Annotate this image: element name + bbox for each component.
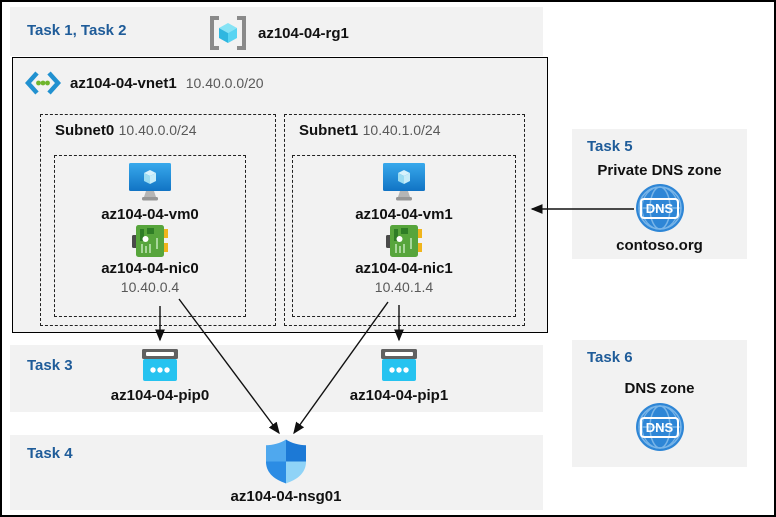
- vnet-container: az104-04-vnet1 10.40.0.0/20 Subnet0 10.4…: [12, 57, 548, 333]
- task5-box: Task 5 Private DNS zone DNS contoso.org: [572, 129, 747, 259]
- public-ip-icon: [381, 349, 417, 381]
- vm1-box: az104-04-vm1 az104-04-nic1 10.40.1.4: [292, 155, 516, 317]
- subnet1-box: Subnet1 10.40.1.0/24 az104-04-vm1: [284, 114, 525, 326]
- dns-badge: DNS: [639, 197, 680, 219]
- nic1-name: az104-04-nic1: [355, 260, 453, 277]
- task3-label: Task 3: [27, 357, 73, 374]
- vm0-name: az104-04-vm0: [101, 206, 199, 223]
- subnet1-name: Subnet1: [299, 122, 359, 139]
- public-ip1-group: az104-04-pip1: [334, 349, 464, 404]
- resource-group-icon: [210, 16, 246, 50]
- private-dns-zone-icon: DNS: [635, 184, 684, 232]
- dns-badge: DNS: [639, 416, 680, 438]
- public-ip0-group: az104-04-pip0: [95, 349, 225, 404]
- network-security-group-icon: [265, 439, 307, 484]
- subnet0-prefix: 10.40.0.0/24: [118, 122, 197, 138]
- nic0-name: az104-04-nic0: [101, 260, 199, 277]
- subnet0-box: Subnet0 10.40.0.0/24 az104-04-vm0: [40, 114, 276, 326]
- network-interface-icon: [132, 225, 168, 257]
- nic1-private-ip: 10.40.1.4: [374, 279, 434, 295]
- resource-group-name: az104-04-rg1: [258, 24, 349, 42]
- vm1-name: az104-04-vm1: [355, 206, 453, 223]
- public-ip-icon: [142, 349, 178, 381]
- resource-group: az104-04-rg1: [208, 15, 349, 51]
- nic0-private-ip: 10.40.0.4: [120, 279, 180, 295]
- nsg-group: az104-04-nsg01: [216, 438, 356, 505]
- virtual-machine-icon: [129, 163, 171, 201]
- vnet-address-space: 10.40.0.0/20: [185, 75, 264, 91]
- task6-label: Task 6: [587, 349, 633, 366]
- resource-group-band: Task 1, Task 2 az104-04-rg1: [10, 7, 543, 56]
- subnet0-name: Subnet0: [55, 122, 115, 139]
- task-1-2-label: Task 1, Task 2: [27, 22, 127, 39]
- subnet1-prefix: 10.40.1.0/24: [362, 122, 441, 138]
- pip0-name: az104-04-pip0: [110, 387, 210, 404]
- private-dns-zone-name: contoso.org: [616, 237, 703, 254]
- dns-zone-icon: DNS: [635, 403, 684, 451]
- nsg-name: az104-04-nsg01: [230, 488, 342, 505]
- vm0-box: az104-04-vm0 az104-04-nic0 10.40.0.4: [54, 155, 246, 317]
- vnet-header: az104-04-vnet1 10.40.0.0/20: [25, 70, 264, 96]
- pip1-name: az104-04-pip1: [349, 387, 449, 404]
- subnet0-title: Subnet0 10.40.0.0/24: [55, 122, 197, 140]
- task6-box: Task 6 DNS zone DNS: [572, 340, 747, 467]
- network-interface-icon: [386, 225, 422, 257]
- subnet1-title: Subnet1 10.40.1.0/24: [299, 122, 441, 140]
- dns-zone-title: DNS zone: [624, 380, 695, 397]
- virtual-machine-icon: [383, 163, 425, 201]
- vnet-name: az104-04-vnet1: [70, 74, 177, 92]
- task4-label: Task 4: [27, 445, 73, 462]
- virtual-network-icon: [25, 71, 61, 95]
- private-dns-zone-title: Private DNS zone: [597, 162, 722, 179]
- task5-label: Task 5: [587, 138, 633, 155]
